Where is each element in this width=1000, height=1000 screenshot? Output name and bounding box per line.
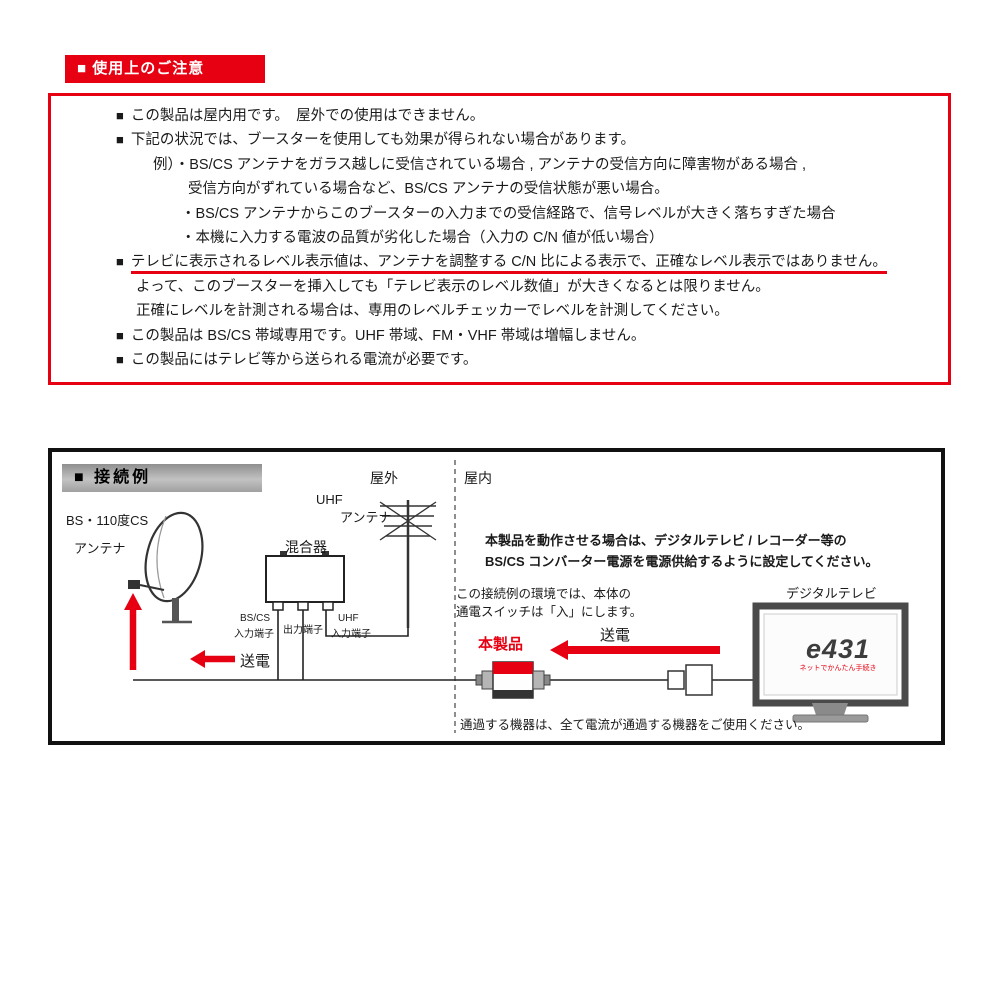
precaution-text: この製品は BS/CS 帯域専用です。UHF 帯域、FM・VHF 帯域は増幅しま…: [130, 327, 646, 344]
precaution-text: 正確にレベルを計測される場合は、専用のレベルチェッカーでレベルを計測してください…: [136, 303, 729, 320]
precaution-text: この製品は屋内用です。 屋外での使用はできません。: [130, 108, 485, 124]
power-arrow-right: [550, 640, 720, 660]
precautions-title-badge: ■ 使用上のご注意: [65, 55, 265, 83]
precaution-line: ■ テレビに表示されるレベル表示値は、アンテナを調整する C/N 比による表示で、…: [51, 250, 948, 275]
terminal-uhf-label-line1: UHF: [338, 613, 359, 624]
precaution-text: ・本機に入力する電波の品質が劣化した場合（入力の C/N 値が低い場合）: [181, 230, 664, 247]
bullet-square-icon: ■: [116, 108, 124, 123]
precaution-text: ・BS/CS アンテナからこのブースターの入力までの受信経路で、信号レベルが大き…: [181, 205, 836, 222]
indoor-label: 屋内: [464, 470, 492, 486]
mixer-device: [265, 551, 345, 611]
precaution-line: 正確にレベルを計測される場合は、専用のレベルチェッカーでレベルを計測してください…: [51, 299, 948, 323]
mixer-label: 混合器: [285, 539, 327, 555]
precautions-box: ■ この製品は屋内用です。 屋外での使用はできません。 ■ 下記の状況では、ブースタ…: [48, 93, 951, 385]
switch-note-line2: 通電スイッチは「入」にします。: [456, 605, 643, 619]
precaution-line: ・BS/CS アンテナからこのブースターの入力までの受信経路で、信号レベルが大き…: [51, 202, 948, 226]
bullet-square-icon: ■: [116, 132, 124, 148]
precaution-text: 受信方向がずれている場合など、BS/CS アンテナの受信状態が悪い場合。: [188, 181, 669, 198]
dish-label-line1: BS・110度CS: [66, 513, 149, 528]
setup-note-line2: BS/CS コンバーター電源を電源供給するように設定してください。: [485, 554, 879, 569]
precaution-line: ・本機に入力する電波の品質が劣化した場合（入力の C/N 値が低い場合）: [51, 226, 948, 250]
precaution-line: ■ 下記の状況では、ブースターを使用しても効果が得られない場合があります。: [51, 128, 948, 152]
precaution-line: ■ この製品は BS/CS 帯域専用です。UHF 帯域、FM・VHF 帯域は増幅し…: [51, 324, 948, 348]
precaution-line: ■ この製品は屋内用です。 屋外での使用はできません。: [51, 104, 948, 128]
tv-logo-subtext: ネットでかんたん手続き: [799, 665, 877, 672]
outdoor-label: 屋外: [370, 470, 398, 486]
precaution-text: この製品にはテレビ等から送られる電流が必要です。: [130, 352, 478, 369]
connection-title: ■ 接続例: [74, 469, 152, 486]
tv-brand-logo: e431 ネットでかんたん手続き: [788, 634, 888, 673]
precaution-line: よって、このブースターを挿入しても「テレビ表示のレベル数値」が大きくなるとは限り…: [51, 275, 948, 299]
terminal-bscs-label-line2: 入力端子: [234, 629, 274, 640]
switch-note-line1: この接続例の環境では、本体の: [456, 587, 632, 601]
precaution-text-underlined: テレビに表示されるレベル表示値は、アンテナを調整する C/N 比による表示で、正…: [130, 254, 887, 275]
terminal-out-label: 出力端子: [283, 625, 323, 636]
precaution-text: よって、このブースターを挿入しても「テレビ表示のレベル数値」が大きくなるとは限り…: [136, 278, 770, 295]
cable-connector: [667, 664, 713, 696]
connection-example-box: ■ 接続例 屋外 屋内 BS・110度CS アンテナ UHF アンテナ 混合器 …: [48, 448, 945, 745]
booster-device: [475, 661, 551, 699]
tv-logo-text: e431: [805, 634, 871, 664]
precaution-text: 下記の状況では、ブースターを使用しても効果が得られない場合があります。: [130, 132, 636, 149]
terminal-uhf-label-line2: 入力端子: [331, 629, 371, 640]
cable-lines: [133, 610, 755, 681]
uhf-antenna-icon: [379, 500, 437, 628]
precaution-text: 例）・BS/CS アンテナをガラス越しに受信されている場合 , アンテナの受信方…: [153, 156, 807, 173]
power-right-label: 送電: [600, 627, 631, 644]
precaution-line: ■ この製品にはテレビ等から送られる電流が必要です。: [51, 348, 948, 372]
setup-note-line1: 本製品を動作させる場合は、デジタルテレビ / レコーダー等の: [485, 533, 847, 548]
connection-diagram: [124, 460, 909, 733]
bullet-square-icon: ■: [116, 327, 124, 343]
product-label: 本製品: [478, 636, 524, 653]
power-arrow-up: [124, 593, 142, 670]
dish-label-line2: アンテナ: [74, 541, 126, 556]
bottom-note: 通過する機器は、全て電流が通過する機器をご使用ください。: [460, 718, 811, 732]
uhf-label-line2: アンテナ: [340, 510, 392, 525]
bullet-square-icon: ■: [116, 254, 124, 270]
power-arrow-left: [190, 650, 235, 668]
tv-icon: [752, 602, 909, 723]
uhf-label-line1: UHF: [316, 492, 343, 507]
precaution-line: 例）・BS/CS アンテナをガラス越しに受信されている場合 , アンテナの受信方…: [51, 153, 948, 177]
terminal-bscs-label-line1: BS/CS: [240, 613, 271, 624]
satellite-dish-icon: [128, 511, 204, 624]
connection-title-bar: ■ 接続例: [62, 464, 262, 492]
precaution-line: 受信方向がずれている場合など、BS/CS アンテナの受信状態が悪い場合。: [51, 177, 948, 201]
bullet-square-icon: ■: [116, 352, 124, 368]
power-left-label: 送電: [240, 653, 271, 670]
tv-label: デジタルテレビ: [786, 586, 877, 601]
precautions-title: ■ 使用上のご注意: [77, 60, 205, 77]
